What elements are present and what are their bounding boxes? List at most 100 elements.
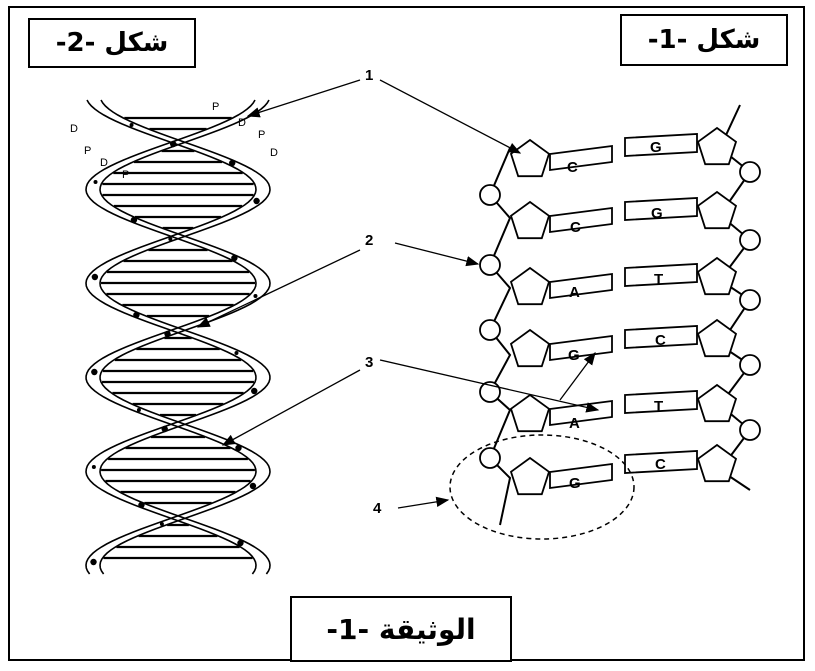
helix-dot <box>130 216 138 224</box>
helix-d-label: D <box>270 147 278 159</box>
helix-dot <box>159 522 164 526</box>
base-r5-left: A <box>569 415 580 432</box>
base-r1-right: G <box>650 139 662 156</box>
helix-p-label: P <box>258 129 265 141</box>
arrow-2-to-ladder <box>394 242 480 267</box>
helix-strand <box>99 99 271 575</box>
base-r3-right: T <box>654 271 663 288</box>
deoxyribose-sugar <box>509 200 551 240</box>
phosphate-circle <box>739 161 761 183</box>
helix-dot <box>253 197 260 205</box>
deoxyribose-sugar <box>509 266 551 306</box>
helix-d-label: D <box>100 157 108 169</box>
helix-dot <box>231 254 238 262</box>
nitrogen-base <box>549 399 613 427</box>
nitrogen-base <box>549 206 613 234</box>
helix-dot <box>164 330 171 338</box>
phosphate-circle <box>479 254 501 276</box>
nitrogen-base <box>624 325 698 349</box>
helix-dot <box>133 311 140 319</box>
helix-dot <box>237 539 244 547</box>
figure-1-title: شكل -1- <box>620 14 788 66</box>
base-letters: C G C G A T G C A T G C <box>567 139 666 492</box>
phosphate-circle <box>739 289 761 311</box>
deoxyribose-sugar <box>696 318 738 358</box>
helix-dot <box>169 140 177 148</box>
label-3: 3 <box>365 354 373 371</box>
nitrogen-base <box>549 144 613 172</box>
deoxyribose-sugar <box>696 256 738 296</box>
helix-dot <box>129 123 134 127</box>
helix-d-label: D <box>238 117 246 129</box>
label-2: 2 <box>365 232 373 249</box>
deoxyribose-sugar <box>509 456 551 496</box>
base-r6-right: C <box>655 456 666 473</box>
phosphate-circle <box>739 229 761 251</box>
helix-dot <box>235 444 242 452</box>
helix-dot <box>161 425 168 433</box>
helix-p-label: P <box>84 145 91 157</box>
nitrogen-base <box>624 133 698 157</box>
label-1: 1 <box>365 67 373 84</box>
helix-dot <box>138 501 145 509</box>
helix-pd-labels: P D P D D P D P <box>70 101 278 181</box>
arrow-3-to-ladder-g <box>559 351 596 401</box>
double-helix <box>85 99 271 575</box>
helix-dot <box>90 558 97 566</box>
deoxyribose-sugar <box>696 190 738 230</box>
helix-dot <box>253 294 258 298</box>
phosphate-circle <box>479 319 501 341</box>
base-r2-right: G <box>651 205 663 222</box>
helix-dot <box>251 387 258 395</box>
base-r6-left: G <box>569 475 581 492</box>
nucleotide-highlight <box>449 434 635 540</box>
helix-dot <box>229 159 236 167</box>
phosphate-circle <box>479 184 501 206</box>
label-4: 4 <box>373 500 382 517</box>
deoxyribose-sugar <box>696 126 738 166</box>
arrow-1-to-ladder <box>379 79 522 154</box>
number-labels: 1 2 3 4 <box>365 67 382 517</box>
nitrogen-base <box>624 263 698 287</box>
nitrogen-base <box>624 450 698 474</box>
base-r3-left: A <box>569 284 580 301</box>
nitrogen-base <box>549 272 613 300</box>
phosphate-circle <box>479 447 501 469</box>
helix-dot <box>91 368 98 376</box>
nitrogen-base <box>549 462 613 490</box>
nitrogen-base <box>549 334 613 362</box>
base-r1-left: C <box>567 159 578 176</box>
helix-p-label: P <box>122 169 129 181</box>
base-r4-left: G <box>568 347 580 364</box>
figure-2-title: شكل -2- <box>28 18 196 68</box>
deoxyribose-sugar <box>696 443 738 483</box>
helix-dot <box>168 237 173 241</box>
helix-dot <box>91 465 96 469</box>
arrow-1-to-helix <box>246 79 361 118</box>
deoxyribose-sugar <box>696 383 738 423</box>
arrow-2-to-helix <box>196 249 361 328</box>
helix-dot <box>136 408 141 412</box>
pointer-arrows <box>196 79 600 509</box>
nitrogen-base <box>624 390 698 414</box>
phosphate-circle <box>739 354 761 376</box>
document-title: الوثيقة -1- <box>290 596 512 662</box>
base-r4-right: C <box>655 332 666 349</box>
deoxyribose-sugar <box>509 393 551 433</box>
helix-d-label: D <box>70 123 78 135</box>
deoxyribose-sugar <box>509 138 551 178</box>
nitrogen-base <box>624 197 698 221</box>
arrow-4-to-circle <box>397 496 450 509</box>
deoxyribose-sugar <box>509 328 551 368</box>
base-r5-right: T <box>654 398 663 415</box>
helix-dot <box>91 273 99 281</box>
helix-dot <box>249 482 257 490</box>
helix-dot <box>93 180 98 184</box>
helix-strand <box>85 99 257 575</box>
base-r2-left: C <box>570 219 581 236</box>
arrow-3-to-ladder-a <box>379 359 600 413</box>
arrow-3-to-helix <box>221 369 361 446</box>
helix-p-label: P <box>212 101 219 113</box>
phosphate-circle <box>739 419 761 441</box>
